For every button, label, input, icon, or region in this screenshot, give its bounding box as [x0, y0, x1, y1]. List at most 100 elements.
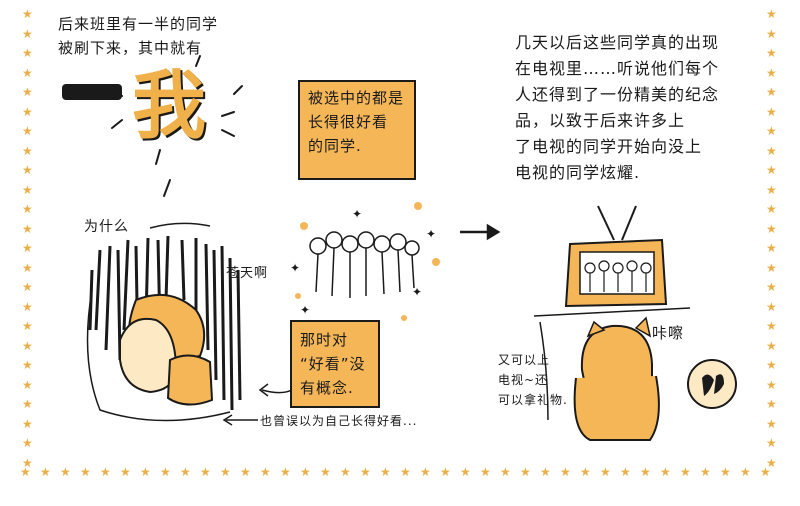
star-icon: ★	[60, 465, 71, 479]
star-icon: ★	[500, 465, 511, 479]
star-icon: ★	[766, 104, 777, 119]
star-icon: ★	[22, 124, 33, 138]
star-icon: ★	[766, 26, 777, 41]
star-icon: ★	[320, 465, 331, 479]
star-icon: ★	[22, 221, 33, 236]
selected-students-drawing	[295, 202, 440, 321]
star-icon: ★	[766, 202, 777, 216]
svg-text:✦: ✦	[412, 285, 422, 299]
star-icon: ★	[660, 465, 671, 479]
box-line: 被选中的都是	[308, 89, 405, 107]
star-icon: ★	[240, 465, 251, 479]
star-icon: ★	[20, 465, 31, 479]
star-icon: ★	[766, 7, 777, 21]
star-icon: ★	[22, 26, 33, 41]
story-line: 在电视里……听说他们每个	[515, 59, 720, 78]
star-icon: ★	[22, 436, 33, 450]
star-icon: ★	[766, 397, 777, 411]
star-icon: ★	[180, 465, 191, 479]
star-icon: ★	[766, 163, 777, 177]
star-icon: ★	[600, 465, 611, 479]
svg-text:✦: ✦	[300, 303, 310, 317]
star-icon: ★	[100, 465, 111, 479]
star-icon: ★	[680, 465, 691, 479]
viewer-drawing	[539, 316, 660, 441]
star-icon: ★	[22, 65, 33, 80]
star-icon: ★	[22, 46, 33, 60]
star-icon: ★	[766, 280, 777, 294]
star-icon: ★	[766, 221, 777, 236]
star-icon: ★	[40, 465, 51, 479]
box-line: “好看”没	[300, 355, 366, 373]
thought-line: 电视~还	[498, 373, 549, 387]
star-icon: ★	[766, 455, 777, 470]
star-icon: ★	[22, 143, 33, 158]
star-icon: ★	[300, 465, 311, 479]
star-icon: ★	[22, 260, 33, 275]
star-icon: ★	[460, 465, 471, 479]
star-icon: ★	[540, 465, 551, 479]
story-line: 了电视的同学开始向没上	[515, 137, 703, 156]
big-char-me: 我	[132, 63, 206, 149]
tv-gift-thought: 又可以上 电视~还 可以拿礼物.	[498, 350, 568, 410]
story-line: 品，以致于后来许多上	[515, 111, 686, 130]
star-icon: ★	[720, 465, 731, 479]
star-icon: ★	[760, 465, 771, 479]
star-icon: ★	[22, 202, 33, 216]
star-icon: ★	[766, 46, 777, 60]
star-border-right: ★★★★★★★★★★★★★★★★★★★★★★★★	[766, 0, 782, 470]
star-icon: ★	[640, 465, 651, 479]
star-icon: ★	[400, 465, 411, 479]
click-sound-label: 咔嚓	[652, 324, 685, 342]
star-icon: ★	[766, 299, 777, 314]
thought-line: 又可以上	[498, 353, 551, 367]
star-icon: ★	[22, 104, 33, 119]
story-line: 人还得到了一份精美的纪念	[515, 85, 720, 104]
star-icon: ★	[766, 241, 777, 255]
star-icon: ★	[22, 416, 33, 431]
star-icon: ★	[22, 241, 33, 255]
star-icon: ★	[766, 85, 777, 99]
star-icon: ★	[360, 465, 371, 479]
story-caption: 几天以后这些同学真的出现 在电视里……听说他们每个 人还得到了一份精美的纪念 品…	[515, 30, 719, 186]
star-icon: ★	[380, 465, 391, 479]
star-icon: ★	[22, 338, 33, 353]
star-icon: ★	[740, 465, 751, 479]
intro-caption: 后来班里有一半的同学 被刷下来，其中就有	[58, 12, 218, 60]
star-icon: ★	[340, 465, 351, 479]
concept-box: 那时对 “好看”没 有概念.	[290, 320, 380, 408]
arrow-right-icon	[460, 223, 501, 241]
star-icon: ★	[480, 465, 491, 479]
star-icon: ★	[766, 65, 777, 80]
tv-drawing	[533, 205, 691, 317]
star-icon: ★	[766, 436, 777, 450]
big-char-one: 一	[62, 84, 122, 100]
star-icon: ★	[766, 143, 777, 158]
star-icon: ★	[766, 416, 777, 431]
star-icon: ★	[22, 377, 33, 392]
star-icon: ★	[280, 465, 291, 479]
star-icon: ★	[200, 465, 211, 479]
star-icon: ★	[22, 7, 33, 21]
star-icon: ★	[22, 280, 33, 294]
selected-students-box: 被选中的都是 长得很好看 的同学.	[298, 80, 416, 180]
sparkle-icons: ✦ ✦ ✦ ✦ ✦	[290, 207, 436, 317]
star-icon: ★	[22, 85, 33, 99]
god-label: 苍天啊	[226, 266, 269, 281]
story-line: 电视的同学炫耀.	[515, 163, 641, 182]
thought-line: 可以拿礼物.	[498, 393, 568, 407]
frustrated-head-drawing	[86, 222, 242, 422]
star-icon: ★	[700, 465, 711, 479]
intro-line: 后来班里有一半的同学	[58, 15, 219, 33]
star-icon: ★	[560, 465, 571, 479]
star-icon: ★	[160, 465, 171, 479]
star-icon: ★	[22, 163, 33, 177]
star-icon: ★	[620, 465, 631, 479]
star-border-bottom: ★★★★★★★★★★★★★★★★★★★★★★★★★★★★★★★★★★★★★★	[20, 466, 780, 482]
star-icon: ★	[766, 182, 777, 197]
svg-text:✦: ✦	[290, 261, 300, 275]
star-icon: ★	[80, 465, 91, 479]
star-icon: ★	[120, 465, 131, 479]
star-icon: ★	[440, 465, 451, 479]
star-icon: ★	[22, 319, 33, 333]
